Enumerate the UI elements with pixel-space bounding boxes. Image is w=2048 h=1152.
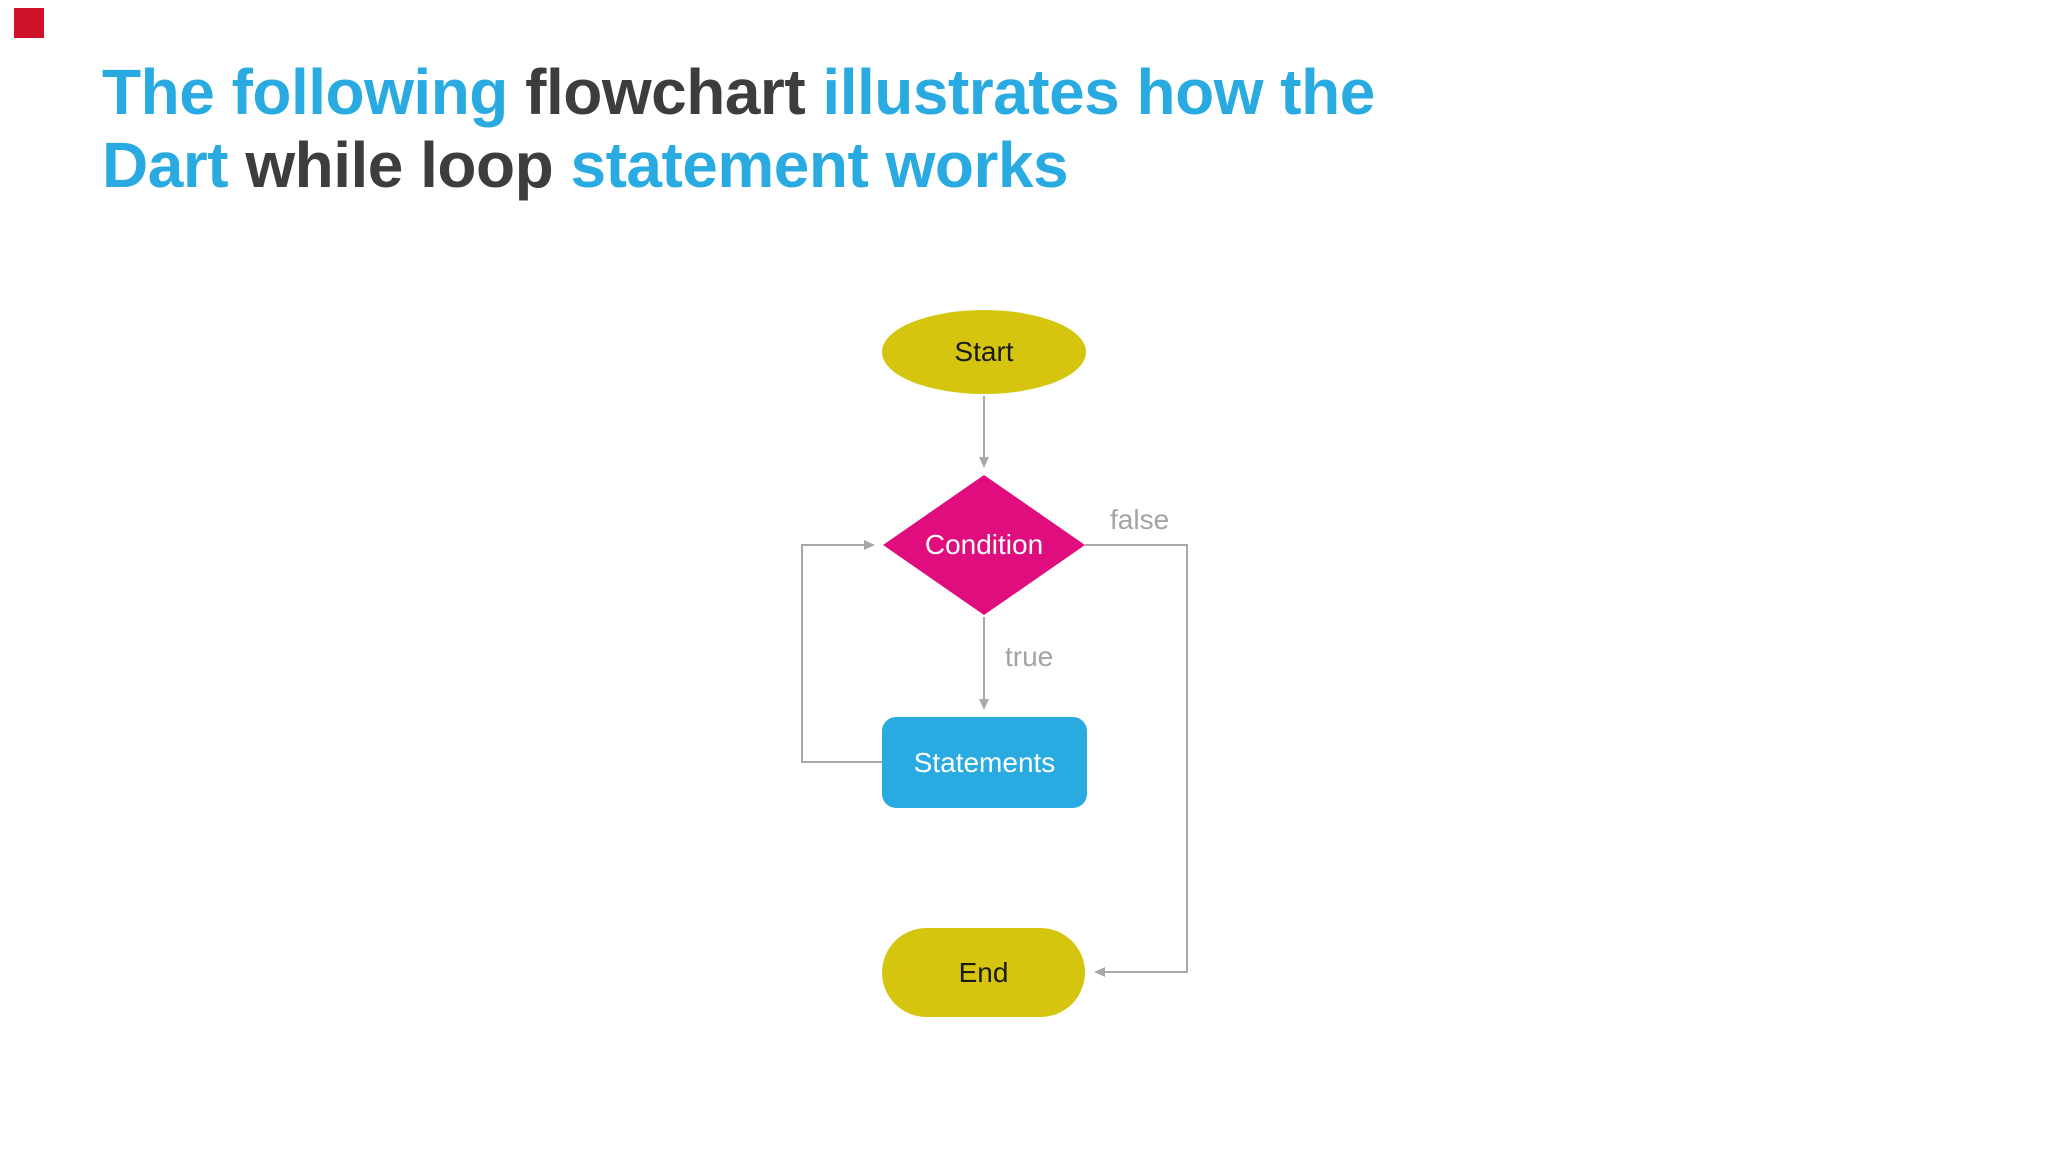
title-segment: flowchart <box>525 56 823 128</box>
statements-node: Statements <box>882 717 1087 808</box>
end-node: End <box>882 928 1085 1017</box>
corner-marker <box>14 8 44 38</box>
condition-node-label: Condition <box>924 529 1044 560</box>
page-title: The following flowchart illustrates how … <box>102 56 1375 202</box>
true-edge-label: true <box>1005 641 1054 672</box>
title-segment: The following <box>102 56 526 128</box>
end-node-label: End <box>958 956 1009 988</box>
title-segment: Dart <box>102 129 246 201</box>
title-segment: illustrates how the <box>822 56 1375 128</box>
title-line-1: The following flowchart illustrates how … <box>102 56 1375 129</box>
title-line-2: Dart while loop statement works <box>102 129 1375 202</box>
edge-statements-loop-to-condition <box>801 540 882 763</box>
edge-condition-false-to-end <box>1085 544 1188 977</box>
start-node-label: Start <box>954 336 1014 367</box>
title-segment: while loop <box>245 129 571 201</box>
false-edge-label: false <box>1110 504 1170 535</box>
title-segment: statement works <box>570 129 1069 201</box>
start-node: Start <box>882 310 1086 394</box>
statements-node-label: Statements <box>913 746 1056 778</box>
